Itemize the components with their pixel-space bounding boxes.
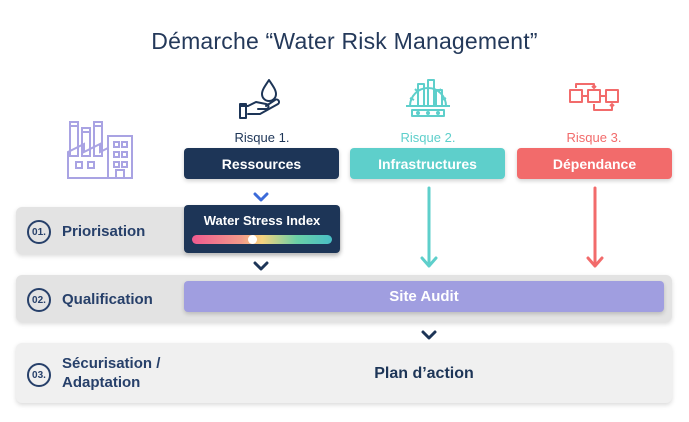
dependance-box: Dépendance <box>517 148 672 179</box>
step-1-label: Priorisation <box>62 223 146 240</box>
step-3-label: Sécurisation / Adaptation <box>62 354 160 392</box>
step-1-number: 01. <box>27 220 51 244</box>
connected-boxes-icon <box>568 80 620 121</box>
factory-icon <box>64 106 140 185</box>
industrial-gear-icon <box>404 76 452 125</box>
stress-indicator-dot <box>248 235 257 244</box>
risk-1-label: Risque 1. <box>234 130 290 145</box>
chevron-down-icon <box>253 258 269 276</box>
teal-arrow-down-icon <box>420 186 438 275</box>
step-2-number: 02. <box>27 288 51 312</box>
site-audit-box: Site Audit <box>184 281 664 312</box>
stress-gradient-bar <box>192 235 332 244</box>
page-title: Démarche “Water Risk Management” <box>151 28 538 54</box>
coral-arrow-down-icon <box>586 186 604 275</box>
water-stress-index-label: Water Stress Index <box>203 213 321 228</box>
water-stress-index-box: Water Stress Index <box>184 205 340 253</box>
step-3-number: 03. <box>27 363 51 387</box>
step-3-label-line1: Sécurisation / <box>62 355 161 372</box>
step-securisation-row <box>16 343 672 403</box>
water-hand-icon <box>238 76 286 125</box>
chevron-down-icon <box>253 189 269 207</box>
risk-3-label: Risque 3. <box>566 130 622 145</box>
ressources-box: Ressources <box>184 148 339 179</box>
step-3-label-line2: Adaptation <box>62 374 141 391</box>
risk-2-label: Risque 2. <box>400 130 456 145</box>
infrastructures-box: Infrastructures <box>350 148 505 179</box>
plan-action-label: Plan d’action <box>374 365 474 382</box>
step-2-label: Qualification <box>62 291 153 308</box>
chevron-down-icon <box>421 327 437 345</box>
